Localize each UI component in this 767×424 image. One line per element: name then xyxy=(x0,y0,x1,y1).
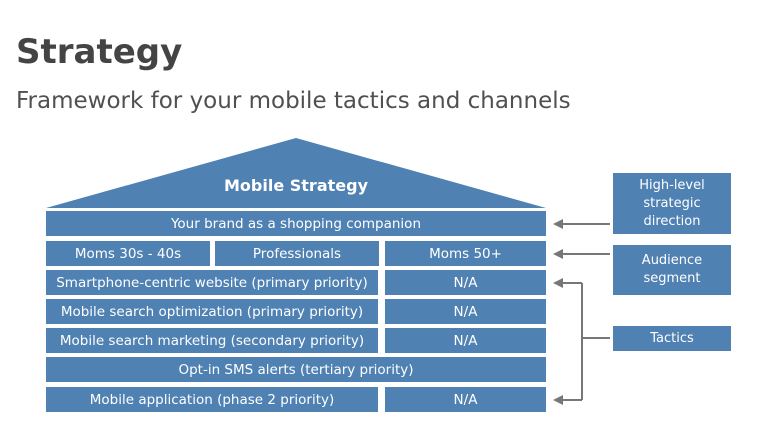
arrowhead-icon xyxy=(553,278,563,288)
legend-audience-segment: Audience segment xyxy=(613,245,731,295)
segment-moms-30-40: Moms 30s - 40s xyxy=(46,241,210,266)
tactic-mobile-application: Mobile application (phase 2 priority) xyxy=(46,387,378,412)
segment-moms-50-plus: Moms 50+ xyxy=(385,241,546,266)
legend-audience-line2: segment xyxy=(643,271,701,286)
tactic-mobile-search-marketing: Mobile search marketing (secondary prior… xyxy=(46,328,378,353)
legend-high-level-line1: High-level xyxy=(639,177,705,193)
tactic-mobile-search-optimization-na: N/A xyxy=(385,299,546,324)
legend-audience-line1: Audience xyxy=(641,253,703,268)
tactic-mobile-application-na: N/A xyxy=(385,387,546,412)
arrowhead-icon xyxy=(553,249,563,259)
roof-label: Mobile Strategy xyxy=(224,176,368,195)
page-subtitle: Framework for your mobile tactics and ch… xyxy=(16,88,571,114)
segment-professionals: Professionals xyxy=(215,241,379,266)
brand-row: Your brand as a shopping companion xyxy=(46,211,546,236)
tactic-mobile-search-marketing-na: N/A xyxy=(385,328,546,353)
page-title: Strategy xyxy=(16,32,183,72)
arrowhead-icon xyxy=(553,395,563,405)
house-roof xyxy=(46,138,546,208)
legend-high-level-line3: direction xyxy=(643,213,701,229)
legend-high-level-line2: strategic xyxy=(643,195,701,211)
tactic-mobile-search-optimization: Mobile search optimization (primary prio… xyxy=(46,299,378,324)
tactic-smartphone-website: Smartphone-centric website (primary prio… xyxy=(46,270,378,295)
legend-tactics: Tactics xyxy=(613,326,731,351)
arrowhead-icon xyxy=(553,219,563,229)
legend-high-level-direction: High-level strategic direction xyxy=(613,173,731,234)
tactic-smartphone-website-na: N/A xyxy=(385,270,546,295)
tactic-sms-alerts: Opt-in SMS alerts (tertiary priority) xyxy=(46,357,546,382)
